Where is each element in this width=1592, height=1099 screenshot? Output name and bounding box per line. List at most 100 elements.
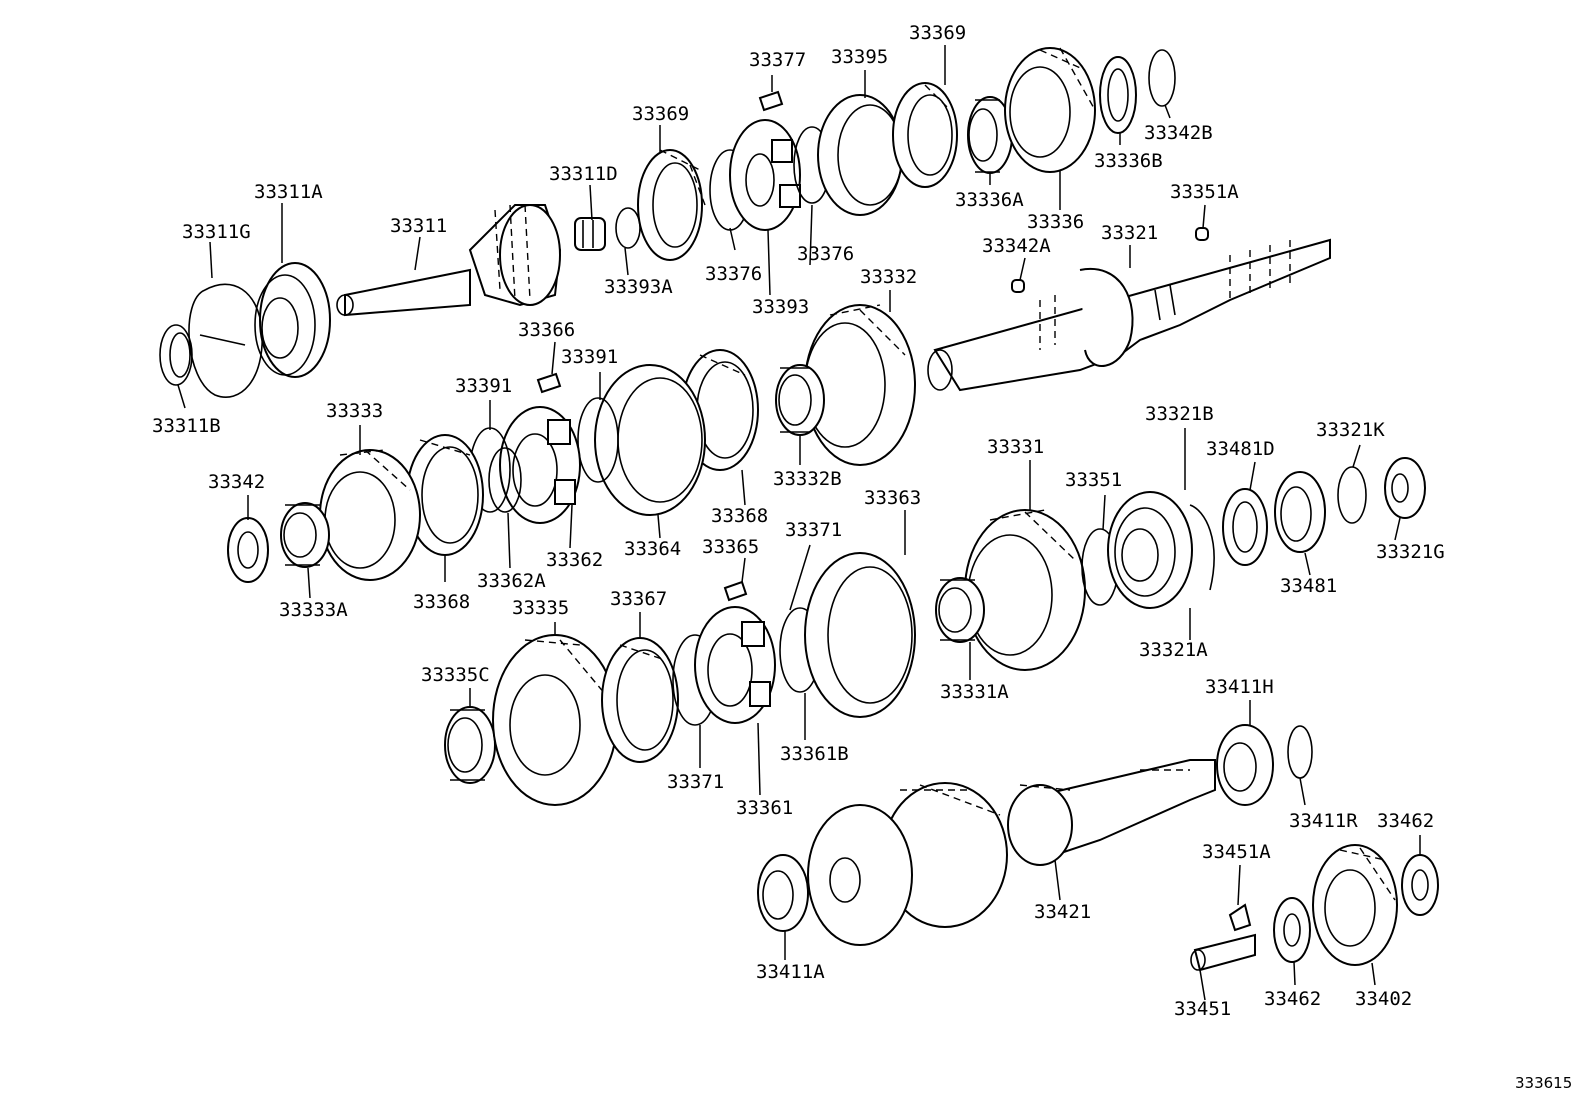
washer-33462-b <box>1401 854 1439 916</box>
part-label: 33342A <box>982 235 1051 257</box>
part-label: 33351A <box>1170 181 1239 203</box>
part-label: 33362A <box>477 570 546 592</box>
pin-33451 <box>1190 933 1256 972</box>
washer-33342 <box>227 517 269 583</box>
synchro-ring-33369-a <box>637 149 706 261</box>
part-label: 33395 <box>831 46 888 68</box>
part-label: 33311D <box>549 163 618 185</box>
part-label: 33321A <box>1139 639 1208 661</box>
part-label: 33342 <box>208 471 265 493</box>
part-label: 33311G <box>182 221 251 243</box>
part-label: 33364 <box>624 538 681 560</box>
hub-33393 <box>729 119 801 231</box>
part-label: 33411A <box>756 961 825 983</box>
part-label: 33393 <box>752 296 809 318</box>
part-label: 33311 <box>390 215 447 237</box>
part-label: 33335C <box>421 664 490 686</box>
part-label: 33371 <box>667 771 724 793</box>
part-label: 33333 <box>326 400 383 422</box>
synchro-ring-33362a <box>488 447 522 513</box>
part-label: 33462 <box>1377 810 1434 832</box>
part-label: 33371 <box>785 519 842 541</box>
counter-gear-33421 <box>807 759 1216 946</box>
part-label: 33393A <box>604 276 673 298</box>
part-label: 33402 <box>1355 988 1412 1010</box>
part-label: 33351 <box>1065 469 1122 491</box>
part-label: 33311B <box>152 415 221 437</box>
bearing-33311a <box>254 262 331 378</box>
part-drawings <box>159 47 1439 972</box>
part-label: 33361 <box>736 797 793 819</box>
part-label: 33365 <box>702 536 759 558</box>
part-label: 33336A <box>955 189 1024 211</box>
snap-ring-33321b <box>1189 504 1215 591</box>
part-label: 33332B <box>773 468 842 490</box>
gear-33332 <box>804 304 916 466</box>
part-label: 33331A <box>940 681 1009 703</box>
bearing-33411a <box>757 854 809 932</box>
key-33366 <box>536 372 562 394</box>
part-label: 33368 <box>711 505 768 527</box>
sleeve-33395 <box>817 94 903 216</box>
bearing-33332b <box>775 364 825 436</box>
part-label: 33369 <box>909 22 966 44</box>
hub-33362 <box>499 406 581 524</box>
part-label: 33332 <box>860 266 917 288</box>
part-label: 33376 <box>797 243 854 265</box>
gear-33336 <box>1004 47 1096 173</box>
gear-33333 <box>319 449 421 581</box>
part-label: 33368 <box>413 591 470 613</box>
key-33365 <box>723 580 748 602</box>
washer-33336b <box>1099 56 1137 134</box>
part-label: 33361B <box>780 743 849 765</box>
bearing-33331a <box>935 577 985 643</box>
part-label: 33411H <box>1205 676 1274 698</box>
part-label: 33333A <box>279 599 348 621</box>
part-label: 33367 <box>610 588 667 610</box>
part-label: 33321G <box>1376 541 1445 563</box>
sleeve-33363 <box>804 552 916 718</box>
synchro-ring-33367 <box>601 637 679 763</box>
part-label: 33391 <box>561 346 618 368</box>
ball-33351a <box>1195 227 1209 241</box>
part-label: 33321B <box>1145 403 1214 425</box>
figure-id: 333615 <box>1515 1074 1572 1092</box>
snap-ring-33311b <box>159 324 193 386</box>
part-label: 33335 <box>512 597 569 619</box>
reverse-gear-33402 <box>1312 844 1398 966</box>
snap-ring-33393a <box>615 207 641 249</box>
bearing-33321a <box>1107 491 1193 609</box>
part-label: 33481D <box>1206 438 1275 460</box>
bearing-33333a <box>280 502 330 568</box>
bearing-33411h <box>1216 724 1274 806</box>
part-label: 33481 <box>1280 575 1337 597</box>
synchro-ring-33369-b <box>892 82 958 188</box>
output-shaft-33321 <box>927 238 1331 392</box>
washer-33481d <box>1222 488 1268 566</box>
part-label: 33311A <box>254 181 323 203</box>
part-label: 33369 <box>632 103 689 125</box>
key-33451a <box>1228 903 1252 932</box>
plug-33321g <box>1384 457 1426 519</box>
part-label: 33451 <box>1174 998 1231 1020</box>
snap-ring-33342b <box>1148 49 1176 107</box>
part-label: 33391 <box>455 375 512 397</box>
part-label: 33377 <box>749 49 806 71</box>
bearing-33335c <box>444 706 496 784</box>
part-label: 33336 <box>1027 211 1084 233</box>
hub-33361 <box>694 606 776 724</box>
part-label: 33336B <box>1094 150 1163 172</box>
part-label: 33366 <box>518 319 575 341</box>
part-label: 33321K <box>1316 419 1385 441</box>
part-label: 33411R <box>1289 810 1358 832</box>
sleeve-33364 <box>594 364 706 516</box>
gear-33331 <box>964 509 1086 671</box>
o-ring-33321k <box>1337 466 1367 524</box>
part-label: 33342B <box>1144 122 1213 144</box>
bearing-33481 <box>1274 471 1326 553</box>
part-label: 33462 <box>1264 988 1321 1010</box>
snap-ring-33311g <box>188 283 263 398</box>
spring-33391-a <box>577 397 619 483</box>
part-label: 33421 <box>1034 901 1091 923</box>
